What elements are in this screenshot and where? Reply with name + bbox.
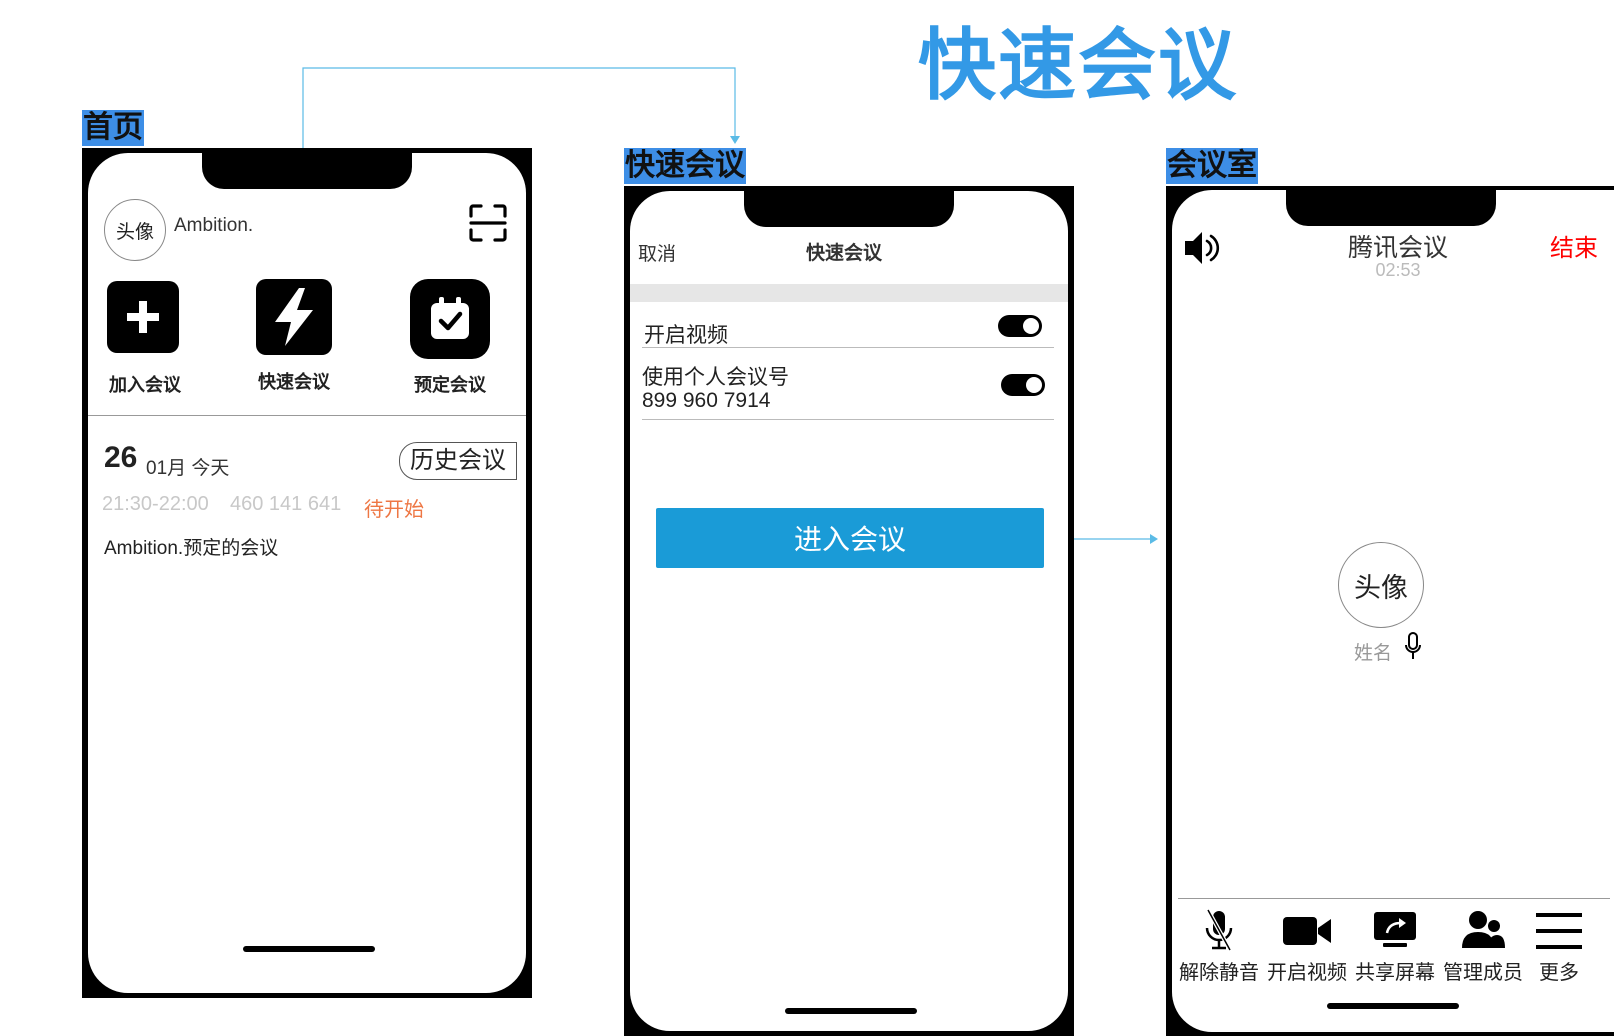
phone-room: 腾讯会议 02:53 结束 头像 姓名 解除静音 <box>1166 186 1614 1036</box>
home-screen: 头像 Ambition. 加入会议 快速会议 预定会议 26 01月 今天 <box>88 153 526 993</box>
phone-quick: 取消 快速会议 开启视频 使用个人会议号 899 960 7914 进入会议 <box>624 186 1074 1036</box>
scan-icon[interactable] <box>468 203 508 243</box>
manage-members-button[interactable]: 管理成员 <box>1440 908 1526 985</box>
video-row-label: 开启视频 <box>644 324 728 347</box>
row-divider <box>642 347 1054 348</box>
quick-screen: 取消 快速会议 开启视频 使用个人会议号 899 960 7914 进入会议 <box>630 191 1068 1031</box>
meeting-time: 21:30-22:00 <box>102 493 209 515</box>
username: Ambition. <box>174 215 254 236</box>
label-room: 会议室 <box>1166 148 1258 184</box>
date-day: 26 <box>104 441 138 474</box>
home-indicator <box>1327 1003 1459 1009</box>
lightning-icon <box>275 288 313 346</box>
participant-avatar[interactable]: 头像 <box>1338 542 1424 628</box>
enter-meeting-button[interactable]: 进入会议 <box>656 508 1044 568</box>
end-meeting-button[interactable]: 结束 <box>1550 235 1598 262</box>
room-title: 腾讯会议 <box>1347 234 1448 262</box>
personal-id-toggle[interactable] <box>1001 374 1045 396</box>
label-quick: 快速会议 <box>624 148 746 184</box>
tool-label-video: 开启视频 <box>1267 962 1347 984</box>
personal-id-label: 使用个人会议号 <box>642 366 789 389</box>
video-camera-icon <box>1283 917 1331 945</box>
speaker-icon[interactable] <box>1182 228 1224 268</box>
date-label: 01月 今天 <box>146 458 230 479</box>
meeting-id: 460 141 641 <box>230 493 342 515</box>
home-indicator <box>243 946 375 952</box>
tool-label-members: 管理成员 <box>1443 962 1523 984</box>
share-screen-button[interactable]: 共享屏幕 <box>1352 908 1438 985</box>
menu-icon <box>1536 913 1582 949</box>
tile-label-schedule: 预定会议 <box>414 375 486 395</box>
divider <box>88 415 526 416</box>
page-title: 快速会议 <box>918 21 1239 109</box>
quick-meeting-button[interactable] <box>256 279 332 355</box>
more-button[interactable]: 更多 <box>1528 908 1590 985</box>
video-toggle[interactable] <box>998 315 1042 337</box>
mic-off-icon <box>1205 909 1233 951</box>
notch <box>202 153 412 189</box>
quick-title: 快速会议 <box>806 243 883 264</box>
meeting-timer: 02:53 <box>1375 260 1421 280</box>
toolbar-divider <box>1178 898 1610 899</box>
phone-home: 头像 Ambition. 加入会议 快速会议 预定会议 26 01月 今天 <box>82 148 532 998</box>
schedule-meeting-button[interactable] <box>410 279 490 359</box>
home-indicator <box>785 1008 917 1014</box>
unmute-button[interactable]: 解除静音 <box>1176 908 1262 985</box>
tool-label-more: 更多 <box>1539 962 1579 984</box>
participant-name: 姓名 <box>1354 643 1393 664</box>
personal-id-number: 899 960 7914 <box>642 389 771 412</box>
tile-label-quick: 快速会议 <box>258 372 330 392</box>
notch <box>1286 190 1496 226</box>
label-home: 首页 <box>82 110 144 146</box>
tile-label-join: 加入会议 <box>109 375 181 395</box>
members-icon <box>1462 911 1505 948</box>
calendar-check-icon <box>431 297 469 339</box>
plus-icon <box>127 301 159 333</box>
share-screen-icon <box>1374 912 1416 947</box>
tool-label-share: 共享屏幕 <box>1355 962 1435 984</box>
history-meetings-button[interactable]: 历史会议 <box>399 442 517 480</box>
meeting-title[interactable]: Ambition.预定的会议 <box>104 538 279 559</box>
join-meeting-button[interactable] <box>107 281 179 353</box>
room-screen: 腾讯会议 02:53 结束 头像 姓名 解除静音 <box>1172 190 1614 1032</box>
row-divider <box>642 419 1054 420</box>
tool-label-unmute: 解除静音 <box>1179 962 1259 984</box>
avatar[interactable]: 头像 <box>104 199 166 261</box>
start-video-button[interactable]: 开启视频 <box>1264 908 1350 985</box>
cancel-button[interactable]: 取消 <box>638 244 677 265</box>
section-separator <box>630 284 1068 302</box>
notch <box>744 191 954 227</box>
meeting-status: 待开始 <box>364 499 424 521</box>
microphone-icon <box>1405 632 1421 659</box>
